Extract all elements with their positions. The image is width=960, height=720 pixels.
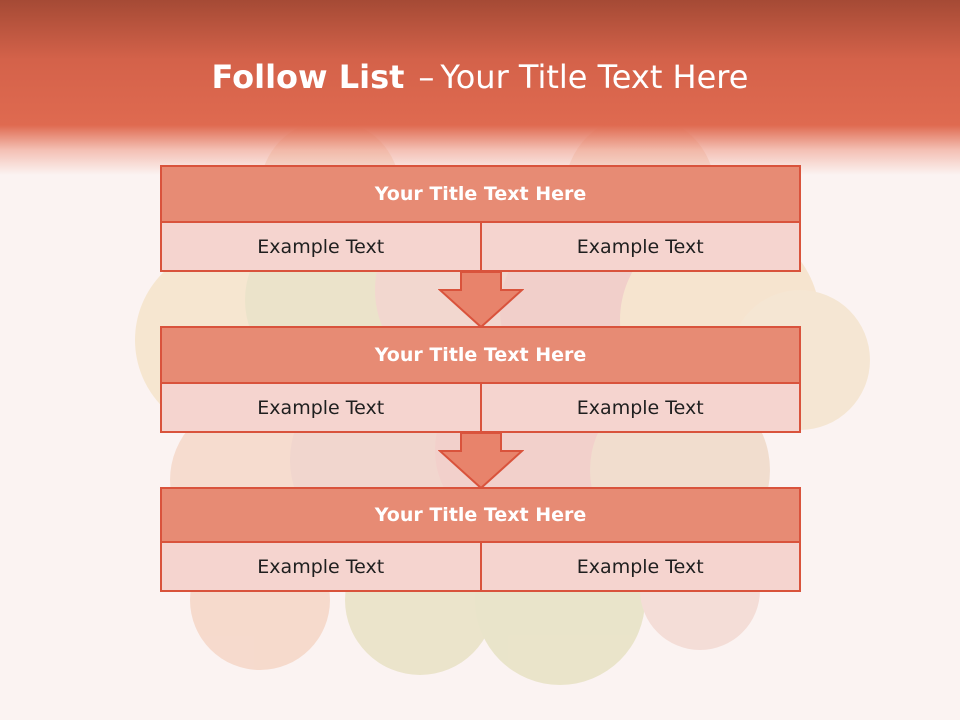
slide-title-dash: – [418,58,435,96]
step-cell-right: Example Text [479,384,800,431]
slide-title-bold: Follow List [211,58,405,96]
step-title: Your Title Text Here [160,165,801,223]
down-arrow-icon [438,433,524,490]
step-title: Your Title Text Here [160,487,801,543]
step-title: Your Title Text Here [160,326,801,384]
down-arrow-icon [438,272,524,329]
step-block-1: Your Title Text Here Example Text Exampl… [160,165,801,272]
step-cell-left: Example Text [257,235,385,258]
header-band [0,0,960,175]
step-block-3: Your Title Text Here Example Text Exampl… [160,487,801,592]
step-cell-left: Example Text [257,396,385,419]
step-block-2: Your Title Text Here Example Text Exampl… [160,326,801,433]
step-cell-right: Example Text [479,543,800,590]
step-row: Example Text Example Text [160,384,801,433]
step-row: Example Text Example Text [160,543,801,592]
slide-title: Follow List–Your Title Text Here [0,55,960,99]
step-cell-left: Example Text [257,555,385,578]
slide-title-rest: Your Title Text Here [440,58,749,96]
step-row: Example Text Example Text [160,223,801,272]
step-cell-right: Example Text [479,223,800,270]
